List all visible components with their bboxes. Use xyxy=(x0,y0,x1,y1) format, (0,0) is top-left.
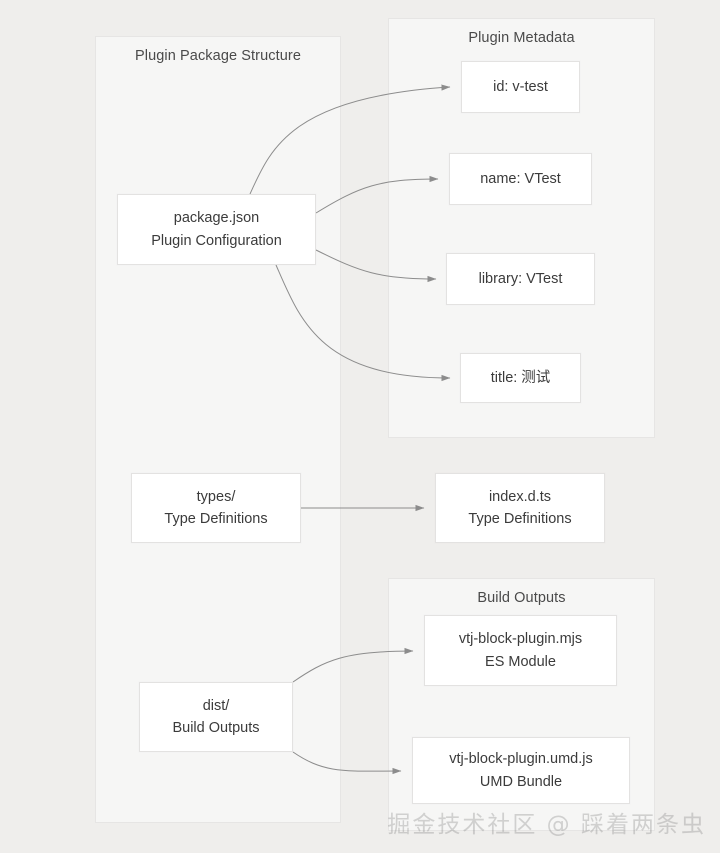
group-title-plugin-metadata: Plugin Metadata xyxy=(468,30,575,46)
node-label-line: vtj-block-plugin.umd.js xyxy=(449,751,593,768)
node-label-line: package.json xyxy=(173,210,260,227)
node-label-line: vtj-block-plugin.mjs xyxy=(458,631,583,648)
node-label-line: id: v-test xyxy=(493,78,548,95)
node-id-v-test[interactable]: id: v-test xyxy=(461,61,580,113)
node-library-vtest[interactable]: library: VTest xyxy=(446,253,595,305)
node-label-line: dist/ xyxy=(202,697,230,714)
group-title-plugin-package-structure: Plugin Package Structure xyxy=(134,48,302,64)
node-title-ceshi[interactable]: title: 测试 xyxy=(460,353,581,403)
node-label-line: UMD Bundle xyxy=(479,773,563,790)
node-label-line: Type Definitions xyxy=(164,511,268,527)
node-types-dir[interactable]: types/Type Definitions xyxy=(131,473,301,543)
node-label-line: title: 测试 xyxy=(490,369,551,386)
node-label-line: Build Outputs xyxy=(172,720,260,736)
node-name-vtest[interactable]: name: VTest xyxy=(449,153,592,205)
node-label-line: ES Module xyxy=(485,653,556,670)
node-label-line: name: VTest xyxy=(480,170,561,187)
node-dist-dir[interactable]: dist/Build Outputs xyxy=(139,682,293,752)
watermark-text: 掘金技术社区 @ 踩着两条虫 xyxy=(387,812,706,838)
node-es-module[interactable]: vtj-block-plugin.mjs ES Module xyxy=(424,615,617,686)
node-label-line: Type Definitions xyxy=(468,511,572,527)
node-label-line: Plugin Configuration xyxy=(151,232,282,249)
group-title-build-outputs: Build Outputs xyxy=(477,590,566,606)
node-label-line: index.d.ts xyxy=(488,488,552,505)
node-label-line: library: VTest xyxy=(478,270,563,287)
node-label-line: types/ xyxy=(196,488,236,505)
